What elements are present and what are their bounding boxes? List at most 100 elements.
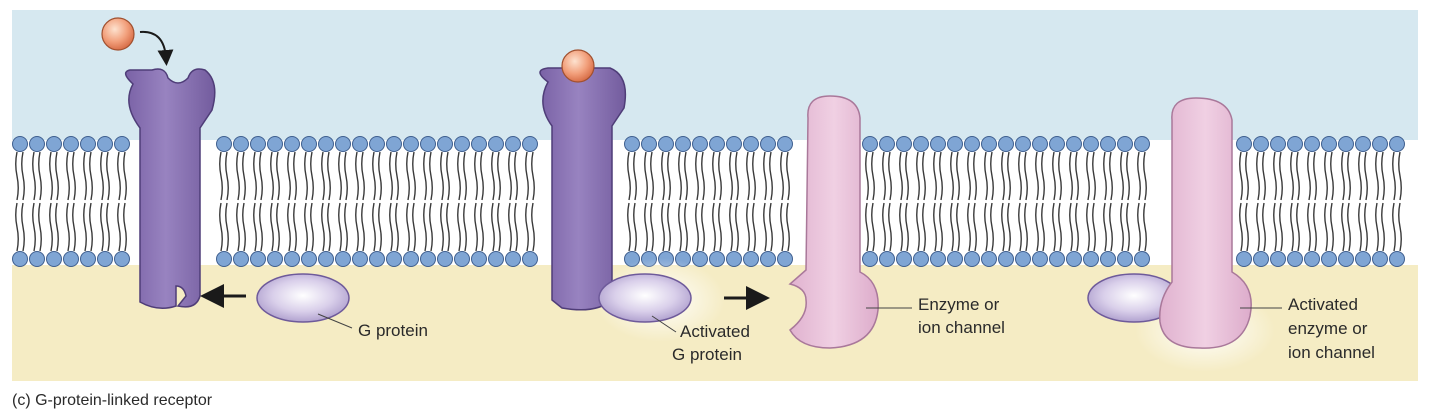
lipid-tail	[1052, 202, 1056, 252]
lipid-head	[1236, 136, 1252, 152]
lipid-head	[675, 136, 691, 152]
lipid-tail	[1381, 202, 1385, 252]
lipid-head	[522, 251, 538, 267]
lipid-tail	[21, 202, 25, 252]
lipid-tail	[89, 202, 93, 252]
lipid-tail	[123, 202, 127, 252]
lipid-tail	[1364, 202, 1368, 252]
lipid-head	[1134, 251, 1150, 267]
lipid-tail	[355, 202, 359, 252]
lipid-tail	[259, 151, 263, 201]
lipid-tail	[1041, 151, 1045, 201]
lipid-head	[1253, 136, 1269, 152]
lipid-head	[301, 251, 317, 267]
lipid-head	[233, 251, 249, 267]
ligand-icon	[101, 17, 135, 51]
lipid-head	[505, 136, 521, 152]
lipid-tail	[1137, 202, 1141, 252]
lipid-head	[1015, 136, 1031, 152]
lipid-tail	[372, 202, 376, 252]
lipid-tail	[729, 151, 733, 201]
lipid-tail	[1398, 151, 1402, 201]
ligand-icon	[561, 49, 595, 83]
lipid-tail	[32, 202, 36, 252]
lipid-head	[29, 251, 45, 267]
lipid-tail	[259, 202, 263, 252]
lipid-head	[80, 251, 96, 267]
lipid-tail	[1245, 151, 1249, 201]
lipid-head	[437, 136, 453, 152]
lipid-tail	[990, 202, 994, 252]
lipid-head	[998, 251, 1014, 267]
lipid-tail	[361, 151, 365, 201]
lipid-tail	[956, 151, 960, 201]
lipid-tail	[905, 202, 909, 252]
lipid-head	[896, 136, 912, 152]
lipid-head	[284, 251, 300, 267]
lipid-tail	[712, 151, 716, 201]
lipid-head	[1389, 136, 1405, 152]
lipid-head	[726, 251, 742, 267]
lipid-tail	[378, 151, 382, 201]
lipid-tail	[304, 151, 308, 201]
lipid-tail	[412, 202, 416, 252]
lipid-tail	[916, 202, 920, 252]
lipid-tail	[939, 202, 943, 252]
lipid-head	[1083, 136, 1099, 152]
lipid-tail	[531, 151, 535, 201]
lipid-tail	[321, 151, 325, 201]
lipid-head	[301, 136, 317, 152]
lipid-tail	[871, 151, 875, 201]
lipid-tail	[1024, 202, 1028, 252]
lipid-tail	[89, 151, 93, 201]
lipid-head	[1304, 136, 1320, 152]
lipid-tail	[389, 151, 393, 201]
enzyme-protein	[788, 95, 879, 349]
lipid-tail	[355, 151, 359, 201]
lipid-tail	[752, 151, 756, 201]
lipid-tail	[429, 202, 433, 252]
activated-g-protein	[598, 273, 692, 323]
lipid-tail	[514, 151, 518, 201]
lipid-head	[981, 251, 997, 267]
lipid-tail	[627, 202, 631, 252]
lipid-tail	[446, 202, 450, 252]
lipid-tail	[117, 202, 121, 252]
lipid-head	[913, 136, 929, 152]
lipid-head	[1304, 251, 1320, 267]
lipid-tail	[1262, 151, 1266, 201]
lipid-tail	[219, 202, 223, 252]
lipid-tail	[117, 151, 121, 201]
receptor-protein	[124, 68, 216, 309]
lipid-head	[471, 136, 487, 152]
lipid-head	[471, 251, 487, 267]
lipid-head	[1287, 136, 1303, 152]
lipid-head	[1321, 136, 1337, 152]
curved-arrow-icon	[139, 30, 174, 66]
lipid-head	[760, 136, 776, 152]
lipid-tail	[463, 151, 467, 201]
lipid-tail	[684, 202, 688, 252]
lipid-head	[998, 136, 1014, 152]
lipid-tail	[644, 151, 648, 201]
activated-g-protein-label-2: G protein	[672, 345, 742, 364]
lipid-tail	[633, 202, 637, 252]
lipid-head	[488, 136, 504, 152]
lipid-tail	[100, 202, 104, 252]
lipid-head	[777, 251, 793, 267]
lipid-head	[335, 251, 351, 267]
lipid-tail	[225, 202, 229, 252]
lipid-tail	[457, 151, 461, 201]
lipid-tail	[1330, 151, 1334, 201]
lipid-head	[1134, 136, 1150, 152]
lipid-tail	[973, 202, 977, 252]
lipid-tail	[1341, 151, 1345, 201]
lipid-tail	[361, 202, 365, 252]
lipid-tail	[984, 151, 988, 201]
lipid-tail	[1120, 202, 1124, 252]
lipid-tail	[1058, 202, 1062, 252]
lipid-head	[1372, 251, 1388, 267]
lipid-tail	[1347, 202, 1351, 252]
lipid-tail	[865, 151, 869, 201]
lipid-tail	[695, 202, 699, 252]
